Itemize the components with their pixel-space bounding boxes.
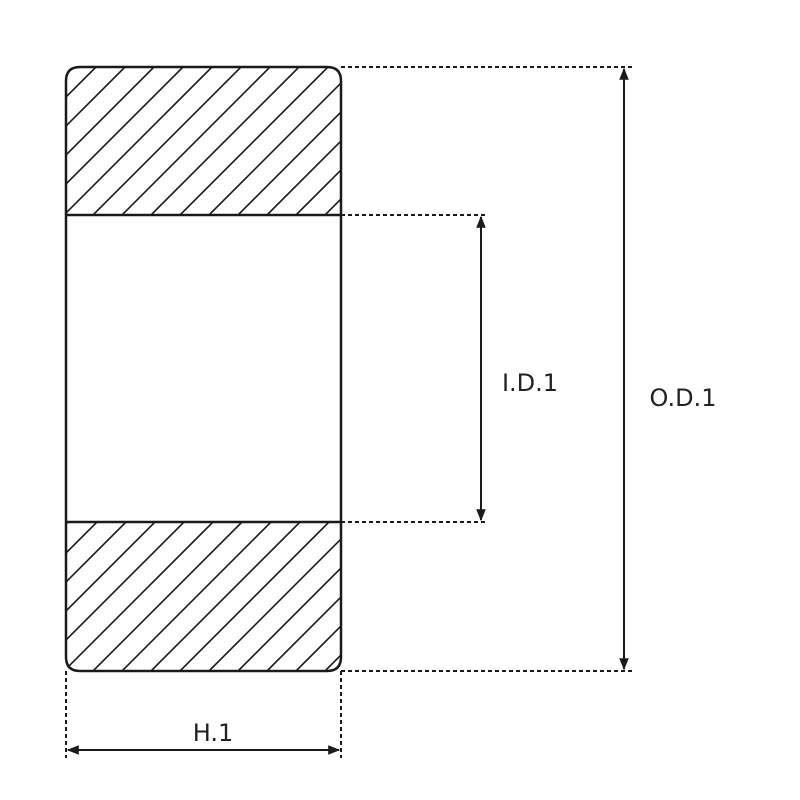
hatch-line	[586, 522, 735, 671]
hatch-line	[66, 522, 127, 671]
hatch-line	[92, 522, 243, 671]
hatch-line	[383, 522, 532, 671]
hatch-line	[179, 522, 330, 671]
upper-hatched-section	[0, 67, 800, 215]
hatch-line	[208, 67, 341, 215]
hatch-line	[237, 67, 341, 215]
hatch-line	[557, 67, 705, 215]
od-label: O.D.1	[650, 384, 717, 412]
hatch-line	[586, 67, 734, 215]
hatch-line	[644, 67, 792, 215]
hatch-line	[354, 67, 502, 215]
hatch-line	[66, 522, 98, 671]
hatch-line	[789, 522, 800, 671]
hatch-line	[412, 522, 561, 671]
hatch-line	[528, 522, 677, 671]
hatch-line	[266, 67, 341, 215]
hatch-line	[412, 67, 560, 215]
hatch-line	[66, 67, 184, 215]
hatch-line	[557, 522, 706, 671]
hatch-line	[208, 522, 341, 671]
extension-lines	[65, 66, 632, 758]
hatch-line	[66, 522, 185, 671]
hatch-line	[789, 67, 800, 215]
hatch-line	[66, 522, 69, 671]
lower-hatched-section	[0, 522, 800, 671]
hatch-line	[0, 67, 9, 215]
hatch-line	[615, 522, 764, 671]
hatch-line	[673, 522, 800, 671]
hatch-line	[295, 67, 341, 215]
hatch-line	[0, 522, 39, 671]
hatch-line	[295, 522, 341, 671]
hatch-line	[92, 67, 242, 215]
hatch-line	[66, 67, 68, 215]
hatch-line	[179, 67, 329, 215]
hatch-line	[66, 522, 156, 671]
hatch-line	[66, 67, 126, 215]
hatch-line	[441, 67, 589, 215]
hatch-line	[324, 67, 341, 215]
hatch-line	[66, 522, 214, 671]
hatch-line	[150, 67, 300, 215]
hatch-line	[731, 522, 800, 671]
hatch-line	[66, 67, 97, 215]
hatch-line	[121, 67, 271, 215]
hatch-line	[470, 67, 618, 215]
hatch-line	[150, 522, 301, 671]
hatch-line	[441, 522, 590, 671]
hatch-line	[237, 522, 341, 671]
hatch-line	[673, 67, 800, 215]
hatch-line	[615, 67, 763, 215]
hatch-line	[354, 522, 503, 671]
hatch-line	[760, 522, 800, 671]
hatch-line	[0, 67, 38, 215]
hatch-line	[324, 522, 341, 671]
hatch-line	[470, 522, 619, 671]
hatch-line	[383, 67, 531, 215]
hatch-line	[66, 67, 213, 215]
hatch-line	[702, 522, 800, 671]
h-label: H.1	[193, 719, 234, 747]
hatch-line	[702, 67, 800, 215]
hatch-line	[121, 522, 272, 671]
hatch-line	[760, 67, 800, 215]
hatch-line	[644, 522, 793, 671]
hatch-line	[731, 67, 800, 215]
hatch-line	[528, 67, 676, 215]
hatch-line	[0, 522, 10, 671]
bearing-outline	[64, 65, 343, 673]
hatch-line	[66, 67, 155, 215]
id-label: I.D.1	[502, 369, 558, 397]
hatch-line	[266, 522, 341, 671]
hatch-line	[499, 522, 648, 671]
